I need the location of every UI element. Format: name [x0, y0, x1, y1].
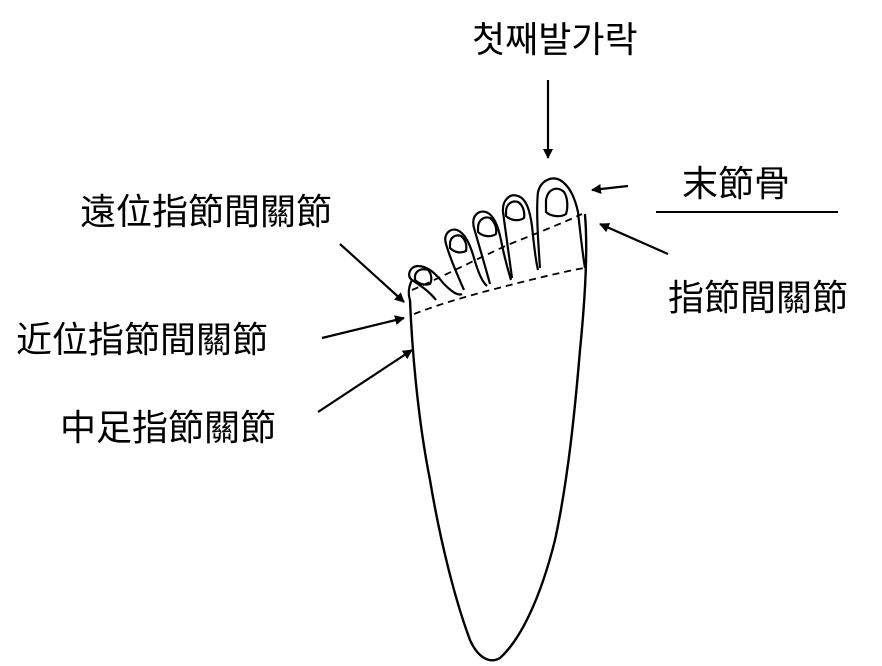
arrow-distal-interphalangeal-joint [339, 243, 405, 303]
foot-outline [408, 213, 588, 662]
distal-joint-line [411, 213, 583, 291]
proximal-joint-line [413, 267, 585, 315]
label-distal-phalanx: 末節骨 [682, 164, 790, 205]
label-metatarsophalangeal-joint: 中足指節關節 [60, 408, 276, 449]
label-interphalangeal-joint: 指節間關節 [668, 278, 848, 319]
arrow-interphalangeal-joint [599, 222, 669, 256]
label-proximal-interphalangeal-joint: 近位指節間關節 [16, 320, 268, 361]
joint-lines [411, 213, 585, 315]
arrow-proximal-interphalangeal-joint [321, 315, 405, 340]
fourth-toe [444, 228, 488, 291]
fifth-toe-nail [413, 268, 433, 286]
big-toe [536, 177, 587, 269]
arrow-distal-phalanx [591, 184, 629, 194]
toes [407, 177, 587, 301]
big-toe-nail [544, 187, 569, 218]
third-toe [472, 210, 513, 285]
label-big-toe: 첫째발가락 [472, 20, 638, 61]
label-distal-interphalangeal-joint: 遠位指節間關節 [80, 192, 332, 233]
third-toe-nail [476, 216, 498, 238]
fourth-toe-nail [448, 234, 468, 254]
second-toe-nail [504, 200, 526, 222]
arrow-metatarsophalangeal-joint [317, 349, 413, 413]
fifth-toe [408, 264, 463, 301]
arrows [317, 80, 669, 413]
second-toe [501, 194, 540, 279]
